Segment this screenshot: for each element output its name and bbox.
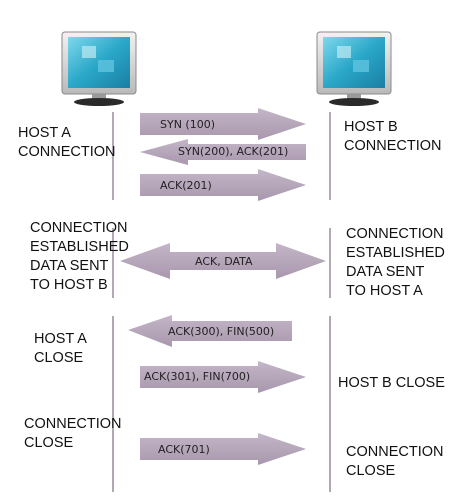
- host-b-close-label: HOST B CLOSE: [338, 374, 445, 393]
- connection-established-right-label: CONNECTION ESTABLISHED DATA SENT TO HOST…: [346, 225, 445, 301]
- label-line: TO HOST A: [346, 283, 423, 299]
- label-line: HOST B CLOSE: [338, 375, 445, 391]
- label-line: HOST B: [344, 119, 398, 135]
- label-line: DATA SENT: [346, 264, 425, 280]
- label-line: CLOSE: [24, 435, 74, 451]
- message-label: ACK(301), FIN(700): [144, 370, 250, 383]
- message-label: SYN (100): [160, 118, 215, 131]
- connection-established-left-label: CONNECTION ESTABLISHED DATA SENT TO HOST…: [30, 219, 129, 295]
- message-arrow-syn: SYN (100): [140, 108, 306, 140]
- host-a-connection-label: HOST A CONNECTION: [18, 124, 115, 162]
- connection-close-left-label: CONNECTION CLOSE: [24, 415, 121, 453]
- label-line: DATA SENT: [30, 258, 109, 274]
- label-line: HOST A: [34, 331, 87, 347]
- message-label: SYN(200), ACK(201): [178, 145, 288, 158]
- label-line: CONNECTION: [24, 416, 122, 432]
- host-b-connection-label: HOST B CONNECTION: [344, 118, 441, 156]
- message-label: ACK(701): [158, 443, 210, 456]
- message-label: ACK(300), FIN(500): [168, 325, 274, 338]
- label-line: CONNECTION: [18, 144, 116, 160]
- label-line: CONNECTION: [346, 226, 444, 242]
- message-arrow-ack-fin-a: ACK(301), FIN(700): [140, 361, 306, 393]
- label-line: CLOSE: [346, 463, 396, 479]
- connection-close-right-label: CONNECTION CLOSE: [346, 443, 443, 481]
- message-arrow-ack-data: ACK, DATA: [120, 243, 326, 279]
- message-label: ACK(201): [160, 179, 212, 192]
- label-line: CONNECTION: [344, 138, 442, 154]
- label-line: HOST A: [18, 125, 71, 141]
- host-a-close-label: HOST A CLOSE: [34, 330, 87, 368]
- message-arrow-syn-ack: SYN(200), ACK(201): [140, 139, 306, 165]
- message-arrow-ack: ACK(201): [140, 169, 306, 201]
- label-line: TO HOST B: [30, 277, 108, 293]
- message-arrow-ack-fin-b: ACK(300), FIN(500): [128, 315, 292, 347]
- label-line: CONNECTION: [346, 444, 444, 460]
- message-label: ACK, DATA: [195, 255, 253, 268]
- computer-monitor-icon: [61, 31, 137, 106]
- computer-monitor-icon: [316, 31, 392, 106]
- message-arrow-ack-final: ACK(701): [140, 433, 306, 465]
- label-line: ESTABLISHED: [30, 239, 129, 255]
- label-line: CLOSE: [34, 350, 84, 366]
- label-line: CONNECTION: [30, 220, 128, 236]
- label-line: ESTABLISHED: [346, 245, 445, 261]
